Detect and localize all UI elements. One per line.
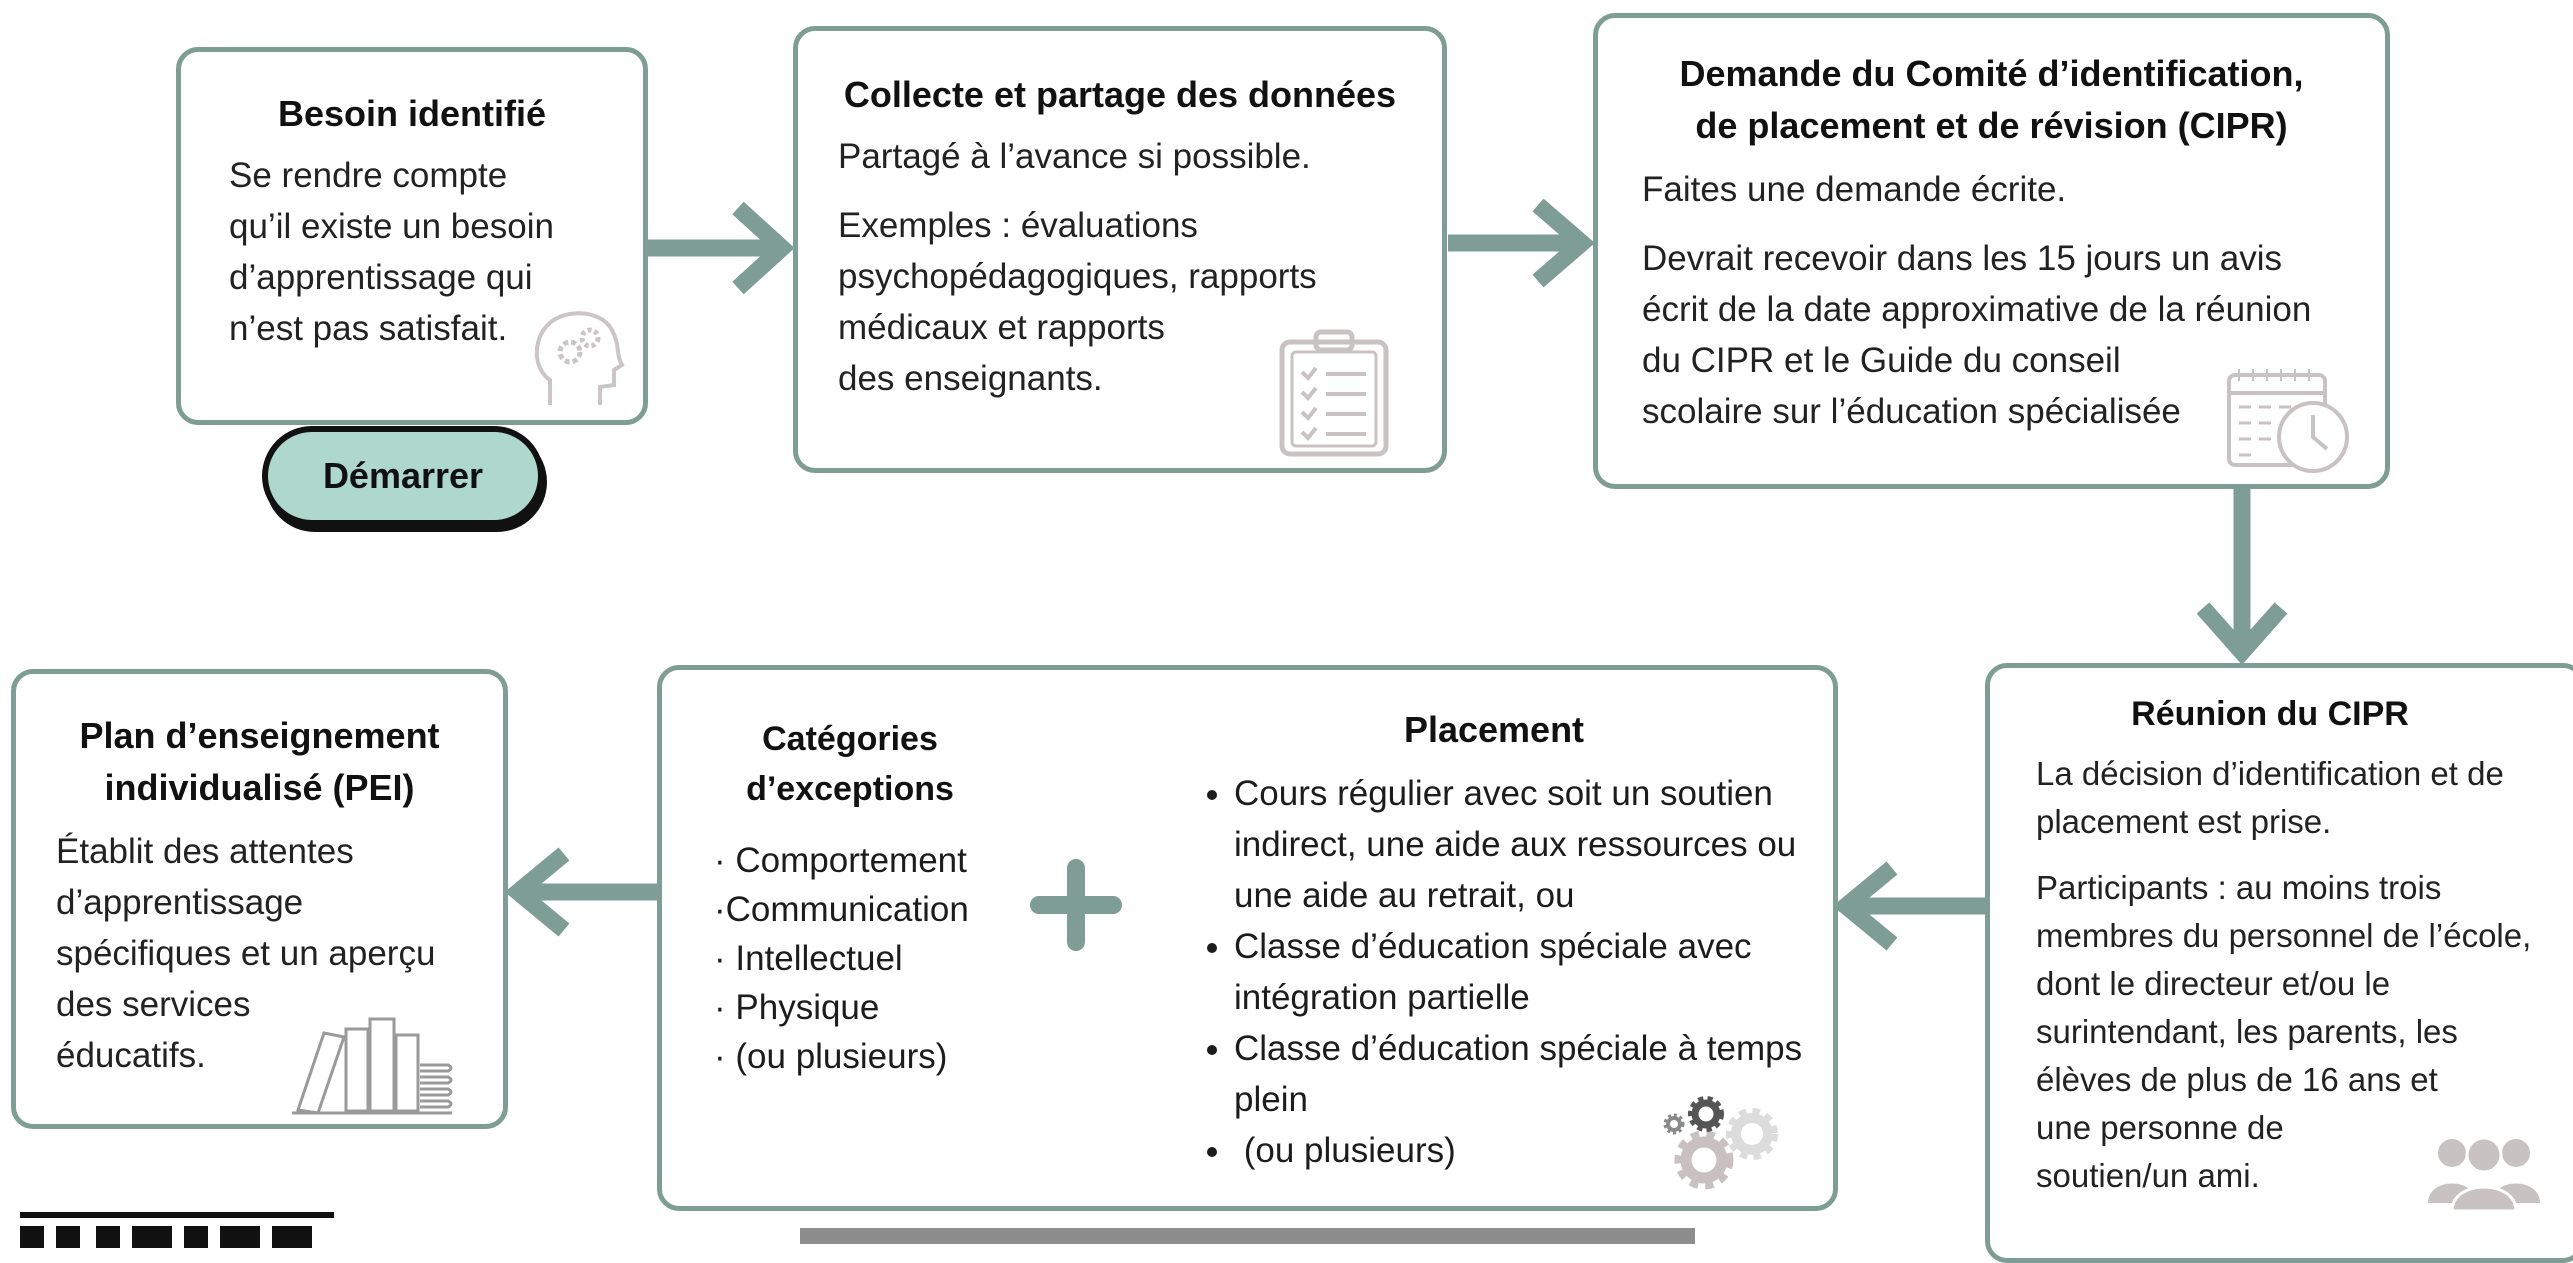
step-title: Réunion du CIPR xyxy=(2131,695,2409,733)
text-line: Classe d’éducation spéciale avec xyxy=(1234,927,1752,966)
placement-list: Cours régulier avec soit un soutien indi… xyxy=(1174,768,1814,1176)
list-item: · Intellectuel xyxy=(714,939,903,978)
categories-list: · Comportement ·Communication · Intellec… xyxy=(714,836,1038,1081)
title-line: Catégories xyxy=(762,720,938,758)
list-item: · (ou plusieurs) xyxy=(714,1037,948,1076)
arrow-right-2 xyxy=(1448,198,1596,288)
text-line: une aide au retrait, ou xyxy=(1234,876,1575,915)
text-line: spécifiques et un aperçu xyxy=(56,934,436,973)
categories-column: Catégories d’exceptions · Comportement ·… xyxy=(662,670,1038,1081)
step-title: Plan d’enseignement individualisé (PEI) xyxy=(16,710,503,814)
text-paragraph: Faites une demande écrite. xyxy=(1642,170,2067,209)
start-button[interactable]: Démarrer xyxy=(262,426,544,526)
text-line: écrit de la date approximative de la réu… xyxy=(1642,290,2312,329)
books-icon xyxy=(292,1017,453,1115)
placement-title: Placement xyxy=(1403,709,1585,750)
step-text: Faites une demande écrite. Devrait recev… xyxy=(1642,164,2385,437)
step-collecte-donnees: Collecte et partage des données Partagé … xyxy=(793,26,1447,473)
text-line: psychopédagogiques, rapports xyxy=(838,257,1317,296)
text-line: (ou plusieurs) xyxy=(1234,1131,1456,1170)
text-line: indirect, une aide aux ressources ou xyxy=(1234,825,1797,864)
text-line: Exemples : évaluations xyxy=(838,206,1198,245)
list-item: (ou plusieurs) xyxy=(1234,1125,1814,1176)
step-categories-placement: Catégories d’exceptions · Comportement ·… xyxy=(657,665,1838,1211)
footer-banner xyxy=(800,1228,1695,1244)
text-line: des services xyxy=(56,985,251,1024)
list-item: · Comportement xyxy=(714,841,967,880)
title-line: de placement et de révision (CIPR) xyxy=(1695,105,2288,146)
step-text: Partagé à l’avance si possible. Exemples… xyxy=(838,131,1442,404)
clipboard-checklist-icon xyxy=(1279,329,1389,457)
text-line: Devrait recevoir dans les 15 jours un av… xyxy=(1642,239,2283,278)
list-item: Classe d’éducation spéciale avec intégra… xyxy=(1234,921,1814,1023)
step-text: La décision d’identification et de place… xyxy=(2036,750,2573,1200)
text-line: Se rendre compte xyxy=(229,156,508,195)
arrow-right-1 xyxy=(648,201,795,295)
text-paragraph: La décision d’identification et de place… xyxy=(2036,750,2573,846)
step-demande-cipr: Demande du Comité d’identification, de p… xyxy=(1593,13,2390,489)
text-paragraph: Partagé à l’avance si possible. xyxy=(838,137,1311,176)
title-line: d’exceptions xyxy=(746,770,954,808)
categories-title: Catégories d’exceptions xyxy=(662,714,1038,814)
logo-fragment xyxy=(20,1208,340,1248)
step-pei: Plan d’enseignement individualisé (PEI) … xyxy=(11,669,508,1129)
placement-column: Placement Cours régulier avec soit un so… xyxy=(1174,670,1814,1176)
text-line: La décision d’identification et de xyxy=(2036,755,2504,792)
gears-icon xyxy=(1663,1096,1778,1190)
text-line: membres du personnel de l’école, xyxy=(2036,917,2532,954)
head-gears-icon xyxy=(534,311,625,405)
text-line: d’apprentissage xyxy=(56,883,304,922)
title-line: Plan d’enseignement xyxy=(79,715,440,756)
text-line: soutien/un ami. xyxy=(2036,1157,2260,1194)
plus-icon xyxy=(1030,859,1122,951)
text-line: plein xyxy=(1234,1080,1308,1119)
text-line: qu’il existe un besoin xyxy=(229,207,554,246)
text-line: dont le directeur et/ou le xyxy=(2036,965,2391,1002)
list-item: Cours régulier avec soit un soutien indi… xyxy=(1234,768,1814,921)
arrow-down xyxy=(2196,488,2288,665)
text-line: Cours régulier avec soit un soutien xyxy=(1234,774,1773,813)
step-title: Besoin identifié xyxy=(277,93,547,134)
text-line: du CIPR et le Guide du conseil xyxy=(1642,341,2121,380)
text-line: Participants : au moins trois xyxy=(2036,869,2442,906)
arrow-left-1 xyxy=(1832,861,1988,951)
text-line: d’apprentissage qui xyxy=(229,258,533,297)
list-item: Classe d’éducation spéciale à temps plei… xyxy=(1234,1023,1814,1125)
text-line: éducatifs. xyxy=(56,1036,206,1075)
text-line: placement est prise. xyxy=(2036,803,2332,840)
text-line: élèves de plus de 16 ans et xyxy=(2036,1061,2438,1098)
text-line: intégration partielle xyxy=(1234,978,1530,1017)
people-group-icon xyxy=(2428,1136,2540,1213)
step-text: Se rendre compte qu’il existe un besoin … xyxy=(229,150,643,354)
text-line: des enseignants. xyxy=(838,359,1103,398)
text-line: médicaux et rapports xyxy=(838,308,1165,347)
list-item: · Physique xyxy=(714,988,880,1027)
arrow-left-2 xyxy=(504,847,660,937)
text-line: Établit des attentes xyxy=(56,832,354,871)
text-line: scolaire sur l’éducation spécialisée xyxy=(1642,392,2181,431)
step-reunion-cipr: Réunion du CIPR La décision d’identifica… xyxy=(1985,663,2573,1263)
step-title: Demande du Comité d’identification, de p… xyxy=(1598,48,2385,152)
list-item: ·Communication xyxy=(714,890,969,929)
step-title: Collecte et partage des données xyxy=(843,74,1397,115)
title-line: Demande du Comité d’identification, xyxy=(1679,53,2304,94)
text-line: surintendant, les parents, les xyxy=(2036,1013,2458,1050)
title-line: individualisé (PEI) xyxy=(104,767,415,808)
text-line: une personne de xyxy=(2036,1109,2284,1146)
calendar-clock-icon xyxy=(2227,369,2349,473)
text-line: n’est pas satisfait. xyxy=(229,309,508,348)
text-line: Classe d’éducation spéciale à temps xyxy=(1234,1029,1803,1068)
step-text: Établit des attentes d’apprentissage spé… xyxy=(56,826,503,1081)
